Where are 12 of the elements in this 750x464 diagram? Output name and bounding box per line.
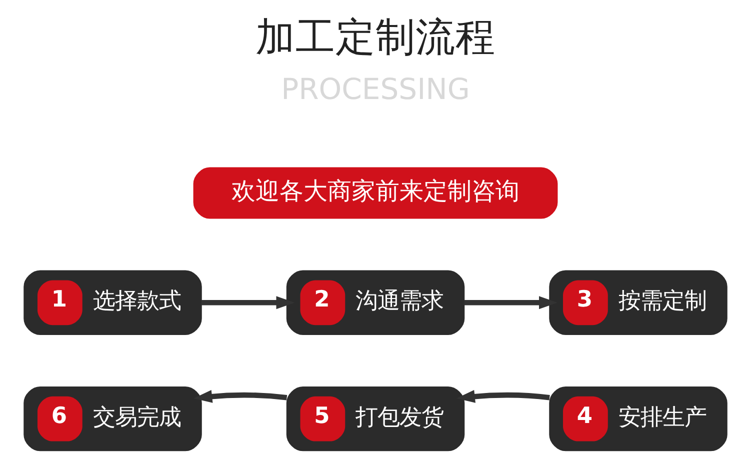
arrow [464,296,558,310]
arrow [193,390,287,403]
diagram-title: 加工定制流程 [255,14,495,60]
node-box: 2 沟通需求 [286,270,464,335]
node-box: 4 安排生产 [548,386,727,452]
node-box: 欢迎各大商家前来定制咨询 [192,167,558,219]
node-box: 5 打包发货 [286,386,464,452]
arrow [456,390,550,403]
node-box: 1 选择款式 [23,270,202,335]
arrow [201,296,294,310]
node-box: 6 交易完成 [23,386,202,452]
node-box: 3 按需定制 [548,270,727,335]
